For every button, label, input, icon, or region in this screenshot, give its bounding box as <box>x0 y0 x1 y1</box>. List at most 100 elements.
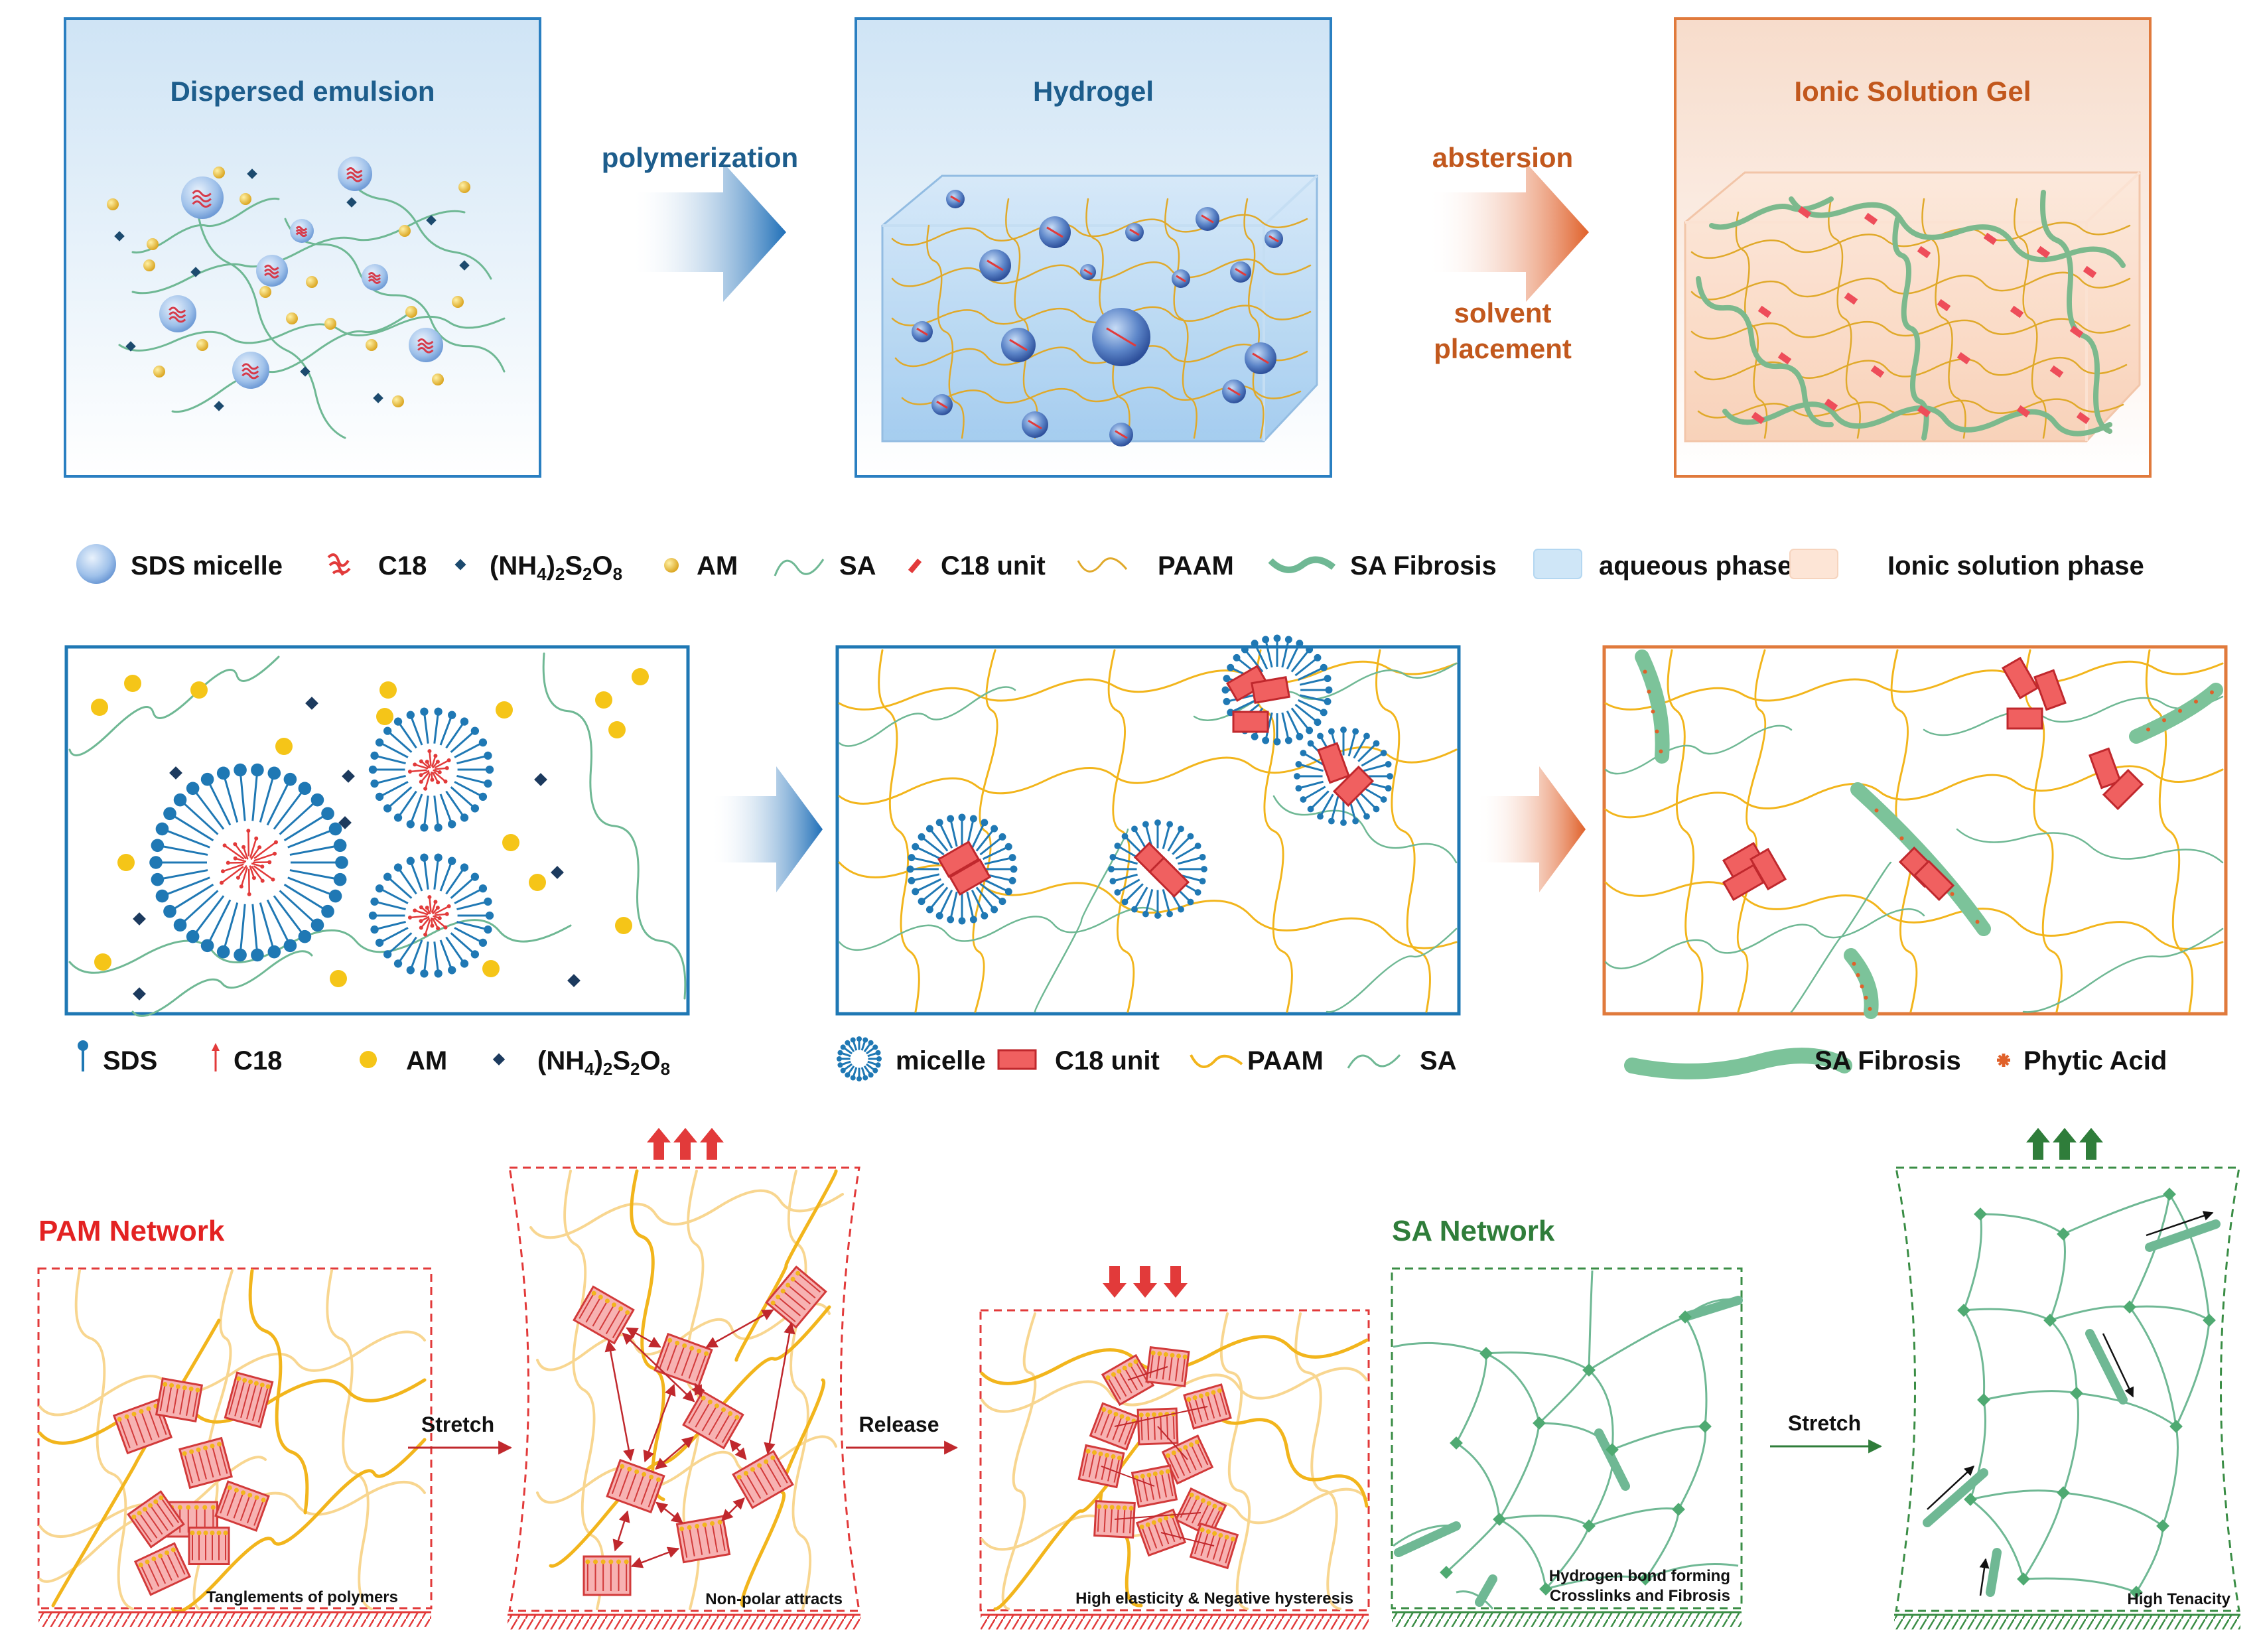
ionic-network <box>1690 190 2131 441</box>
paam-strand <box>838 660 1458 711</box>
sds-tail <box>1112 873 1138 882</box>
c18-head <box>435 760 440 764</box>
am-dot <box>608 721 626 738</box>
crystal-head <box>188 1386 194 1391</box>
hbond-crosslink <box>2163 1188 2176 1201</box>
sds-head <box>251 763 264 777</box>
hbond-crosslink <box>2070 1387 2083 1400</box>
crystal-head <box>1085 1448 1091 1454</box>
c18-bond <box>1083 269 1093 275</box>
crystal-chain <box>190 1450 200 1481</box>
c18-chain <box>192 195 212 203</box>
attraction-arrow <box>604 1340 635 1462</box>
c18-tail <box>234 843 247 860</box>
sa-strand <box>838 686 1016 747</box>
sds-tail <box>445 721 466 749</box>
sds-tail <box>929 828 949 852</box>
sds-head <box>393 863 403 872</box>
sds-tail <box>259 772 275 823</box>
hbond-crosslink <box>1964 1493 1977 1506</box>
crystal-chain <box>758 1464 775 1491</box>
crystal-chain <box>172 1385 179 1414</box>
crystal-frame <box>606 1458 665 1514</box>
sds-head <box>406 820 415 829</box>
crystal-head <box>1165 1453 1170 1458</box>
am-dot <box>275 738 293 755</box>
sds-head <box>1320 663 1328 671</box>
sds-head <box>872 1044 878 1050</box>
sds-tail <box>1175 845 1199 860</box>
sds-tail <box>387 876 413 899</box>
c18-head <box>433 754 438 758</box>
am-molecule <box>213 167 225 178</box>
crystal-head <box>1170 1353 1175 1358</box>
crystal-head <box>642 1472 647 1477</box>
c18-head <box>407 769 412 774</box>
sa-strand <box>344 171 492 280</box>
c18-head <box>407 915 412 920</box>
sds-tail <box>161 876 210 897</box>
sds-tail <box>1172 835 1192 855</box>
sds-tail <box>192 788 225 830</box>
hydrogel-cube <box>881 174 1318 443</box>
c18-head <box>267 860 272 864</box>
stretch-label-2: Stretch <box>1788 1411 1861 1435</box>
paam-strand <box>1164 198 1198 439</box>
sa-strand <box>838 907 1162 951</box>
crystal-head <box>790 1276 795 1282</box>
sds-head <box>173 793 187 807</box>
crystal-chain <box>1097 1505 1100 1532</box>
c18-head <box>436 780 441 785</box>
am-molecule <box>196 339 208 351</box>
sds-head <box>375 738 384 747</box>
sds-tail <box>1167 828 1182 852</box>
crystal-head <box>182 1451 187 1456</box>
crystal-head <box>1152 1471 1158 1476</box>
crystal-head <box>780 1288 786 1294</box>
sds-head <box>1340 819 1347 826</box>
crystal-head <box>1097 1504 1102 1509</box>
tension-arrow <box>1927 1465 1975 1510</box>
sa-fibrosis-segment <box>1680 1296 1743 1322</box>
crystal-chain <box>192 1388 199 1417</box>
sds-head <box>375 884 384 893</box>
sds-head <box>998 833 1006 841</box>
c18-unit-block <box>1913 859 1955 902</box>
c18-unit-block <box>1251 675 1290 705</box>
sds-head <box>1307 805 1314 813</box>
sds-tail <box>409 715 423 746</box>
legend-c18: C18 <box>378 551 427 581</box>
crystal-head <box>704 1351 709 1356</box>
sds-tail <box>439 715 453 746</box>
c18-unit-block <box>2033 669 2067 711</box>
sds-tail <box>1299 677 1328 686</box>
c18-bond <box>916 327 928 336</box>
c18-head <box>271 877 275 882</box>
sa-chain <box>1963 1308 2051 1322</box>
sds-head <box>862 1037 868 1043</box>
sds-tail <box>450 786 476 809</box>
paam-faint <box>1001 1312 1037 1610</box>
sa-strand <box>542 652 687 1000</box>
c18-unit-block <box>937 840 981 878</box>
crystal-chain <box>633 1473 646 1502</box>
c18-chain <box>192 190 212 198</box>
crystal-chain <box>708 1408 725 1436</box>
sds-head <box>1373 805 1380 813</box>
paam-faint <box>38 1330 426 1416</box>
sds-tail <box>982 845 1009 860</box>
sds-head <box>1178 825 1184 833</box>
sds-tail <box>251 904 259 955</box>
sds-head <box>958 813 966 821</box>
sds-head <box>868 1072 874 1078</box>
sds-tail <box>450 932 476 955</box>
c18-tail <box>434 905 450 915</box>
hbond-crosslink <box>1450 1436 1463 1450</box>
sds-head <box>383 726 392 735</box>
sds-head <box>1363 732 1370 740</box>
sds-head <box>335 856 348 869</box>
sa-chain <box>1645 1563 1739 1580</box>
sa-chain <box>1588 1316 1686 1371</box>
paam-strand <box>1667 649 1704 1013</box>
sds-head <box>1227 663 1235 671</box>
